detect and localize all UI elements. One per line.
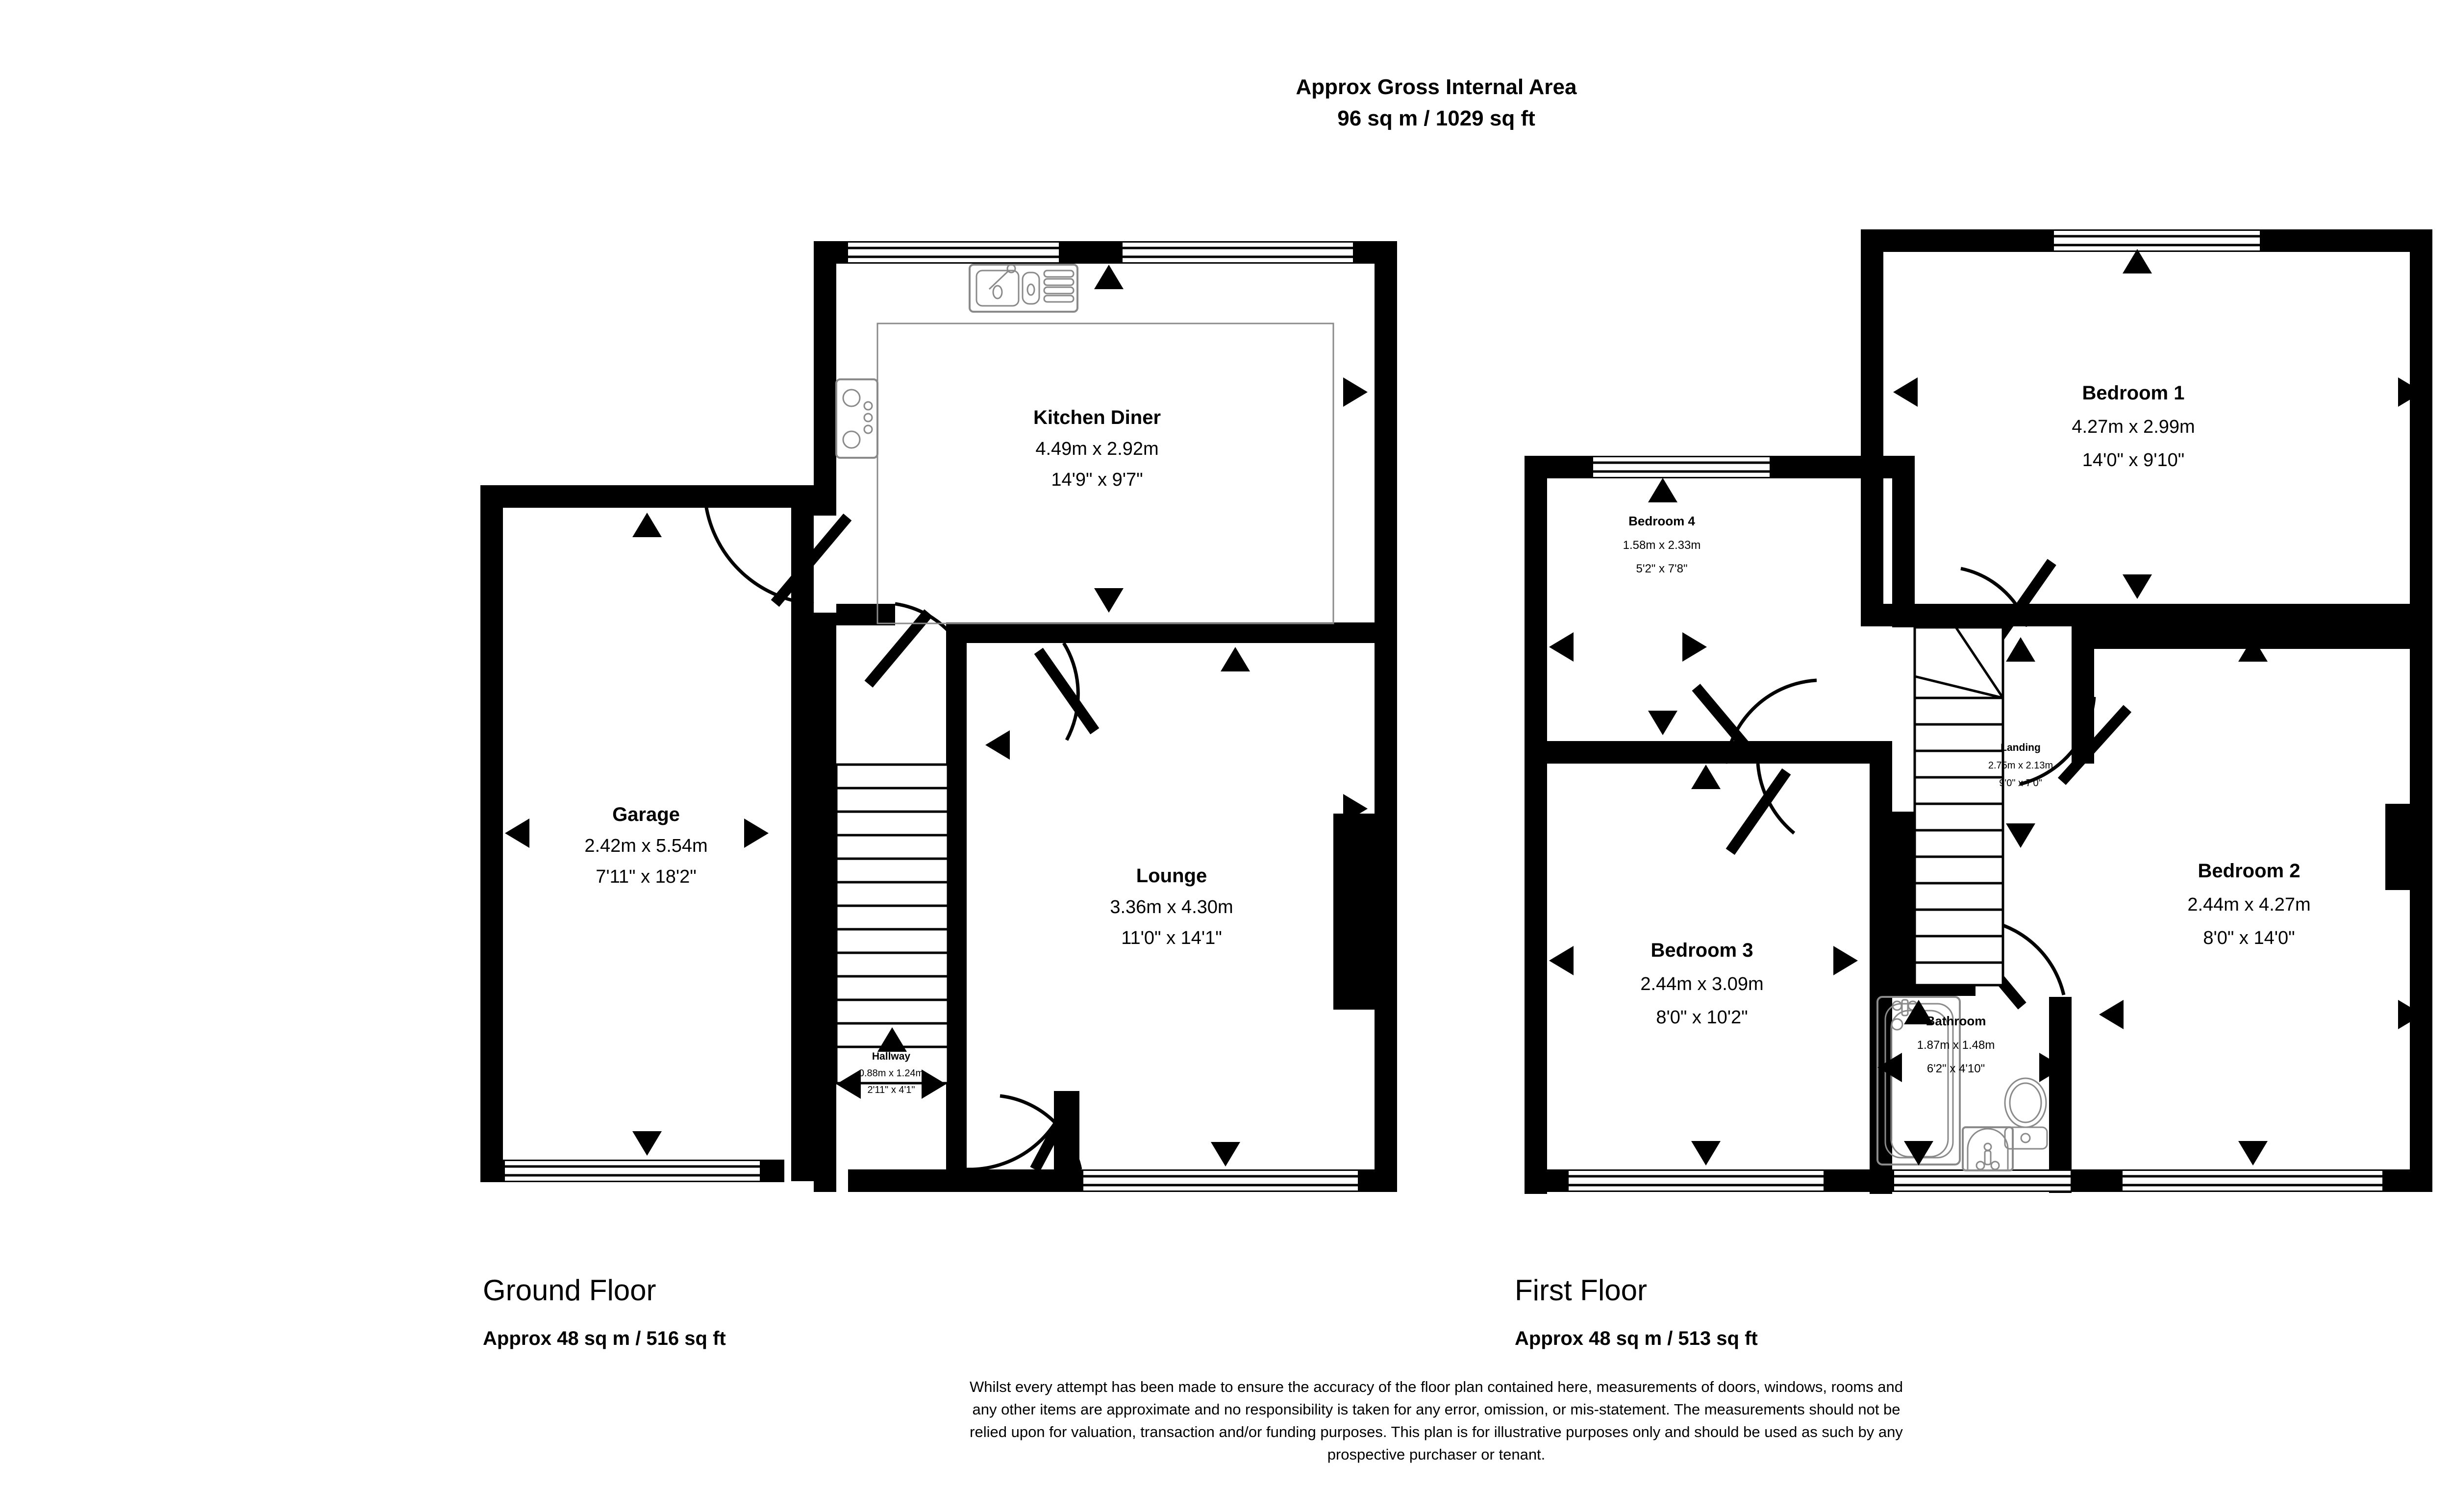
garage-name: Garage	[612, 804, 680, 825]
ground-floor-measure-arrows	[505, 265, 1368, 1166]
room-label-bedroom-3: Bedroom 3 2.44m x 3.09m 8'0" x 10'2"	[1640, 940, 1763, 1028]
kitchen-diner-metric: 4.49m x 2.92m	[1035, 439, 1158, 459]
bathroom-metric: 1.87m x 1.48m	[1917, 1039, 1995, 1052]
room-label-bedroom-2: Bedroom 2 2.44m x 4.27m 8'0" x 14'0"	[2187, 860, 2310, 948]
room-label-hallway: Hallway 0.88m x 1.24m 2'11" x 4'1"	[859, 1051, 924, 1095]
bedroom-3-imperial: 8'0" x 10'2"	[1656, 1007, 1748, 1028]
room-label-bathroom: Bathroom 1.87m x 1.48m 6'2" x 4'10"	[1917, 1014, 1995, 1075]
lounge-imperial: 11'0" x 14'1"	[1121, 928, 1222, 948]
room-label-bedroom-4: Bedroom 4 1.58m x 2.33m 5'2" x 7'8"	[1623, 514, 1701, 575]
disclaimer-line-3: relied upon for valuation, transaction a…	[970, 1423, 1903, 1440]
bedroom-4-name: Bedroom 4	[1628, 514, 1695, 528]
kitchen-sink	[969, 264, 1078, 313]
first-floor-measure-arrows	[1549, 249, 2423, 1165]
room-label-garage: Garage 2.42m x 5.54m 7'11" x 18'2"	[584, 804, 707, 887]
bedroom-3-metric: 2.44m x 3.09m	[1640, 974, 1763, 994]
sink-drainer-grooves	[1043, 270, 1075, 303]
room-label-lounge: Lounge 3.36m x 4.30m 11'0" x 14'1"	[1110, 865, 1233, 948]
kitchen-diner-imperial: 14'9" x 9'7"	[1051, 470, 1143, 490]
bedroom-2-metric: 2.44m x 4.27m	[2187, 894, 2310, 915]
bedroom-4-imperial: 5'2" x 7'8"	[1636, 562, 1688, 575]
ground-floor-area: Approx 48 sq m / 516 sq ft	[483, 1328, 726, 1349]
bedroom-2-name: Bedroom 2	[2198, 860, 2301, 882]
landing-name: Landing	[2001, 742, 2041, 753]
ground-floor-plan: Kitchen Diner 4.49m x 2.92m 14'9" x 9'7"…	[480, 241, 1397, 1349]
lounge-metric: 3.36m x 4.30m	[1110, 897, 1233, 917]
ground-floor-doors	[704, 504, 1100, 1172]
bedroom-1-metric: 4.27m x 2.99m	[2072, 417, 2195, 437]
ground-floor-title: Ground Floor	[483, 1274, 656, 1307]
bedroom-1-imperial: 14'0" x 9'10"	[2082, 450, 2184, 471]
first-floor-caption: First Floor Approx 48 sq m / 513 sq ft	[1515, 1274, 1758, 1349]
bathroom-basin	[1962, 1126, 2014, 1171]
lounge-chimney-breast	[1333, 814, 1397, 1010]
lounge-name: Lounge	[1136, 865, 1207, 887]
bathroom-name: Bathroom	[1926, 1014, 1986, 1028]
landing-imperial: 9'0" x 7'0"	[1999, 778, 2042, 789]
disclaimer-line-1: Whilst every attempt has been made to en…	[970, 1378, 1903, 1395]
room-label-bedroom-1: Bedroom 1 4.27m x 2.99m 14'0" x 9'10"	[2072, 382, 2195, 471]
bedroom-4-metric: 1.58m x 2.33m	[1623, 539, 1701, 552]
garage-imperial: 7'11" x 18'2"	[596, 867, 697, 887]
bathroom-toilet	[2004, 1077, 2048, 1150]
header-area: 96 sq m / 1029 sq ft	[1337, 106, 1535, 130]
bedroom-3-name: Bedroom 3	[1651, 940, 1753, 961]
first-floor-area: Approx 48 sq m / 513 sq ft	[1515, 1328, 1758, 1349]
kitchen-worktop-outline	[876, 322, 1334, 624]
hallway-imperial: 2'11" x 4'1"	[867, 1085, 915, 1095]
hallway-name: Hallway	[872, 1051, 911, 1062]
header-block: Approx Gross Internal Area 96 sq m / 102…	[1296, 75, 1577, 130]
disclaimer-line-2: any other items are approximate and no r…	[972, 1401, 1900, 1418]
room-label-kitchen-diner: Kitchen Diner 4.49m x 2.92m 14'9" x 9'7"	[1033, 407, 1161, 490]
bedroom-2-imperial: 8'0" x 14'0"	[2203, 928, 2295, 948]
first-floor-staircase	[1913, 626, 2004, 987]
ground-floor-windows	[505, 243, 1358, 1190]
disclaimer-line-4: prospective purchaser or tenant.	[1327, 1446, 1546, 1463]
bedroom-1-name: Bedroom 1	[2082, 382, 2185, 404]
landing-metric: 2.75m x 2.13m	[1988, 760, 2053, 771]
first-floor-windows	[1569, 231, 2382, 1190]
first-floor-title: First Floor	[1515, 1274, 1647, 1307]
disclaimer-block: Whilst every attempt has been made to en…	[970, 1378, 1903, 1463]
hallway-metric: 0.88m x 1.24m	[859, 1068, 924, 1079]
kitchen-diner-name: Kitchen Diner	[1033, 407, 1161, 428]
header-title: Approx Gross Internal Area	[1296, 75, 1577, 99]
ground-floor-staircase	[835, 763, 950, 1085]
bathroom-imperial: 6'2" x 4'10"	[1927, 1062, 1985, 1075]
first-floor-plan: Bedroom 1 4.27m x 2.99m 14'0" x 9'10" Be…	[1515, 229, 2432, 1349]
ground-floor-caption: Ground Floor Approx 48 sq m / 516 sq ft	[483, 1274, 726, 1349]
room-label-landing: Landing 2.75m x 2.13m 9'0" x 7'0"	[1988, 742, 2053, 789]
garage-metric: 2.42m x 5.54m	[584, 836, 707, 856]
